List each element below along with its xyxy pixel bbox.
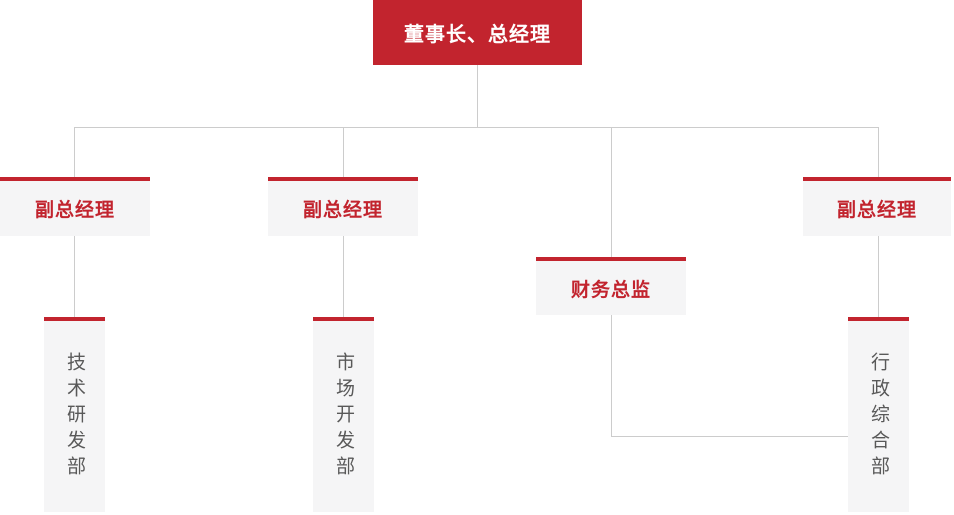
connector-finance-to-dept3 <box>611 436 848 437</box>
org-node-admin-general-dept: 行政综合部 <box>848 317 909 512</box>
org-node-deputy-general-manager-1: 副总经理 <box>0 177 150 236</box>
org-node-tech-rd-dept: 技术研发部 <box>44 317 105 512</box>
market-dev-dept-label: 市场开发部 <box>333 351 354 482</box>
connector-finance-down <box>611 315 612 436</box>
connector-root-drop <box>477 65 478 127</box>
org-node-chairman-general-manager: 董事长、总经理 <box>373 0 582 65</box>
connector-drop-deputy2 <box>343 127 344 177</box>
org-node-deputy-general-manager-3: 副总经理 <box>803 177 951 236</box>
connector-drop-finance <box>611 127 612 257</box>
org-node-market-dev-dept: 市场开发部 <box>313 317 374 512</box>
tech-rd-dept-label: 技术研发部 <box>64 351 85 482</box>
connector-deputy2-dept2 <box>343 236 344 317</box>
connector-deputy3-dept3 <box>878 236 879 317</box>
org-node-finance-director: 财务总监 <box>536 257 686 315</box>
admin-general-dept-label: 行政综合部 <box>868 351 889 482</box>
connector-deputy1-dept1 <box>74 236 75 317</box>
connector-drop-deputy1 <box>74 127 75 177</box>
connector-trunk-horizontal <box>74 127 879 128</box>
org-node-deputy-general-manager-2: 副总经理 <box>268 177 418 236</box>
connector-drop-deputy3 <box>878 127 879 177</box>
